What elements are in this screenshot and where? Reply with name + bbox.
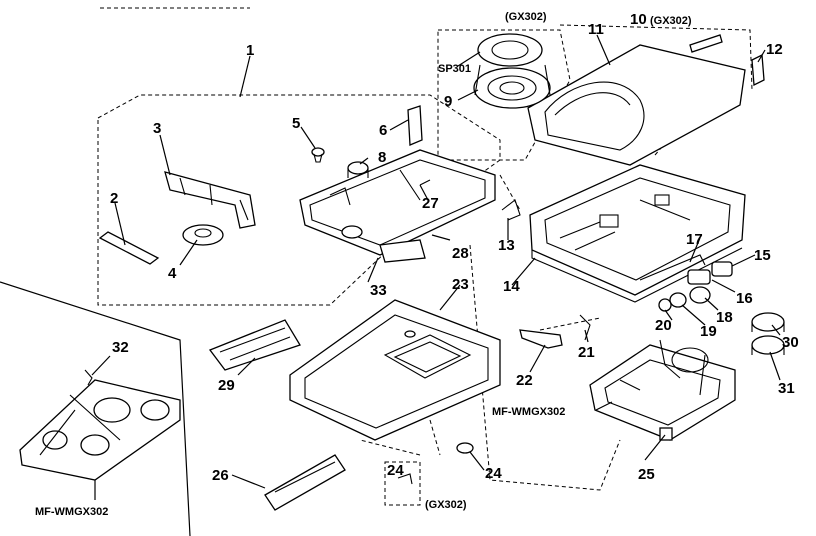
part-5-screw xyxy=(311,147,325,163)
label-20: 20 xyxy=(655,317,672,334)
parts-30-31-reels xyxy=(751,312,785,355)
label-28: 28 xyxy=(452,245,469,262)
part-labels: 1 2 3 4 5 6 8 9 10 11 12 13 14 15 16 17 … xyxy=(35,11,799,518)
label-11: 11 xyxy=(588,21,604,38)
label-31: 31 xyxy=(778,380,795,397)
label-27: 27 xyxy=(422,195,439,212)
part-23-lower-chassis xyxy=(289,299,501,441)
label-17: 17 xyxy=(686,231,703,248)
label-32: 32 xyxy=(112,339,129,356)
inset-separator xyxy=(0,281,191,536)
label-14: 14 xyxy=(503,278,520,295)
part-29 xyxy=(208,319,301,371)
part-26 xyxy=(264,454,346,511)
label-sp301: SP301 xyxy=(438,63,471,75)
label-5: 5 xyxy=(292,115,300,132)
part-11-top-cover xyxy=(527,44,746,166)
leader-lines xyxy=(91,34,781,500)
part-2-rod xyxy=(98,231,160,265)
label-13: 13 xyxy=(498,237,515,254)
label-26: 26 xyxy=(212,467,229,484)
mechanism-right xyxy=(589,339,736,441)
label-1: 1 xyxy=(246,42,254,59)
label-gx302-top: (GX302) xyxy=(505,11,547,23)
label-6: 6 xyxy=(379,122,387,139)
label-15: 15 xyxy=(754,247,771,264)
label-33: 33 xyxy=(370,282,387,299)
label-12: 12 xyxy=(766,41,783,58)
label-mf-left: MF-WMGX302 xyxy=(35,506,108,518)
label-16: 16 xyxy=(736,290,753,307)
label-22: 22 xyxy=(516,372,533,389)
part-12-bracket xyxy=(751,53,765,87)
label-9: 9 xyxy=(444,93,452,110)
label-18: 18 xyxy=(716,309,733,326)
part-9-speaker xyxy=(473,33,551,109)
part-3-bracket xyxy=(164,171,256,229)
part-4-disk xyxy=(182,224,224,246)
label-gx302-bottom: (GX302) xyxy=(425,499,467,511)
part-10-piece xyxy=(689,34,723,53)
label-30: 30 xyxy=(782,334,799,351)
label-4: 4 xyxy=(168,265,177,282)
label-3: 3 xyxy=(153,120,161,137)
part-24 xyxy=(456,442,474,454)
part-8 xyxy=(347,161,369,175)
label-10: 10 xyxy=(630,11,647,28)
label-25: 25 xyxy=(638,466,655,483)
label-23: 23 xyxy=(452,276,469,293)
part-6-bracket xyxy=(407,105,423,146)
label-19: 19 xyxy=(700,323,717,340)
board-assembly xyxy=(299,149,496,263)
label-2: 2 xyxy=(110,190,118,207)
label-29: 29 xyxy=(218,377,235,394)
part-14-main-chassis xyxy=(529,164,746,303)
label-24: 24 xyxy=(485,465,502,482)
label-8: 8 xyxy=(378,149,386,166)
label-mf-right: MF-WMGX302 xyxy=(492,406,565,418)
label-21: 21 xyxy=(578,344,595,361)
label-24-gx: 24 xyxy=(387,462,404,479)
inset-mechanism-left xyxy=(19,369,181,481)
label-gx302-part10: (GX302) xyxy=(650,15,692,27)
part-13 xyxy=(501,199,521,221)
parts-15-20-components xyxy=(639,254,733,312)
